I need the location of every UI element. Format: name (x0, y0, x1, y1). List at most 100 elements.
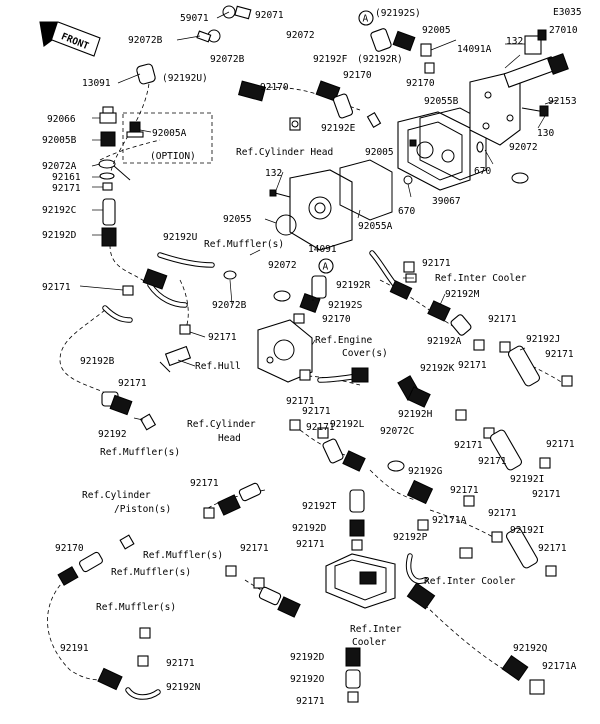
ref-label: Ref.Inter Cooler (424, 576, 516, 587)
part-label: 92192U (163, 232, 198, 243)
hose-92192m (389, 280, 451, 322)
o-ring-92055-ring (275, 214, 297, 236)
hose-92192o-lower (406, 582, 545, 695)
part-label: 92171 (286, 396, 315, 407)
clamp-92171-left-a (102, 182, 113, 191)
part-label: 92192D (292, 523, 327, 534)
hull-fitting (159, 345, 192, 373)
housing-14091a (469, 53, 569, 146)
hose-black-stub (142, 268, 168, 290)
part-label: 92171 (478, 456, 507, 467)
part-label: 92055B (424, 96, 459, 107)
o-ring-670-a (476, 141, 484, 153)
ref-label: Ref.Cylinder (187, 419, 256, 430)
clamp-92072c (387, 460, 405, 472)
washer-92161 (99, 172, 115, 180)
part-label: 92171A (542, 661, 577, 672)
ref-label: Head (218, 433, 241, 444)
hose-92192i-b (505, 527, 539, 569)
hose-92192c (102, 198, 116, 226)
ref-label: Cooler (352, 637, 387, 648)
part-label: 92005A (152, 128, 187, 139)
part-label: 92192E (321, 123, 356, 134)
part-label: 92170 (55, 543, 84, 554)
part-label: 92192N (166, 682, 201, 693)
option-box: (OPTION) (122, 112, 213, 164)
fitting-92171-ref-inter-cooler (403, 261, 417, 283)
part-label: 92171 (302, 406, 331, 417)
part-label: 92170 (406, 78, 435, 89)
part-label: 92171 (450, 485, 479, 496)
part-label: 92171 (458, 360, 487, 371)
part-label: 92072B (212, 300, 247, 311)
hose-92192b (101, 391, 133, 416)
part-label: 14091 (308, 244, 337, 255)
hose-lower-black-a (217, 482, 262, 516)
part-label: 670 (398, 206, 415, 217)
part-label: 92072C (380, 426, 414, 437)
part-label: 92192H (398, 409, 433, 420)
fitting-92171-center-a (299, 369, 311, 381)
hose-92192r-top (392, 30, 416, 52)
fitting-92171-lower-a (203, 507, 215, 519)
part-label: 92192C (42, 205, 76, 216)
part-label: 92192P (393, 532, 428, 543)
svg-text:A: A (363, 14, 369, 25)
part-label: 14091A (457, 44, 492, 55)
clamp-92072-mid (273, 290, 291, 302)
hose-92192d-left (101, 227, 117, 247)
part-label: (92192R) (357, 54, 403, 65)
fitting-92171-center-b (351, 539, 363, 551)
hose-92192s-mid (299, 293, 321, 313)
hose-92192d-lower (345, 647, 361, 703)
part-label: 92072 (268, 260, 297, 271)
fitting-92170-a (289, 117, 301, 131)
part-label: 92171 (240, 543, 269, 554)
hose-92192d-center (349, 519, 365, 537)
cap-92066 (99, 106, 117, 124)
ref-label: /Piston(s) (114, 504, 171, 515)
bolt-130 (521, 105, 549, 117)
part-label: 92192J (526, 334, 560, 345)
part-label: 92072A (42, 161, 77, 172)
fitting-92170-lower (119, 534, 135, 550)
part-label: 92192I (510, 474, 544, 485)
hose-lower-mid (258, 586, 301, 618)
svg-text:A: A (323, 262, 329, 273)
part-label: 92192T (302, 501, 337, 512)
fitting-92170-mid (293, 313, 305, 324)
fitting-92171a-inter-cooler (459, 547, 473, 559)
ref-label: Ref.Hull (195, 361, 241, 372)
part-label: 92192S (328, 300, 363, 311)
part-label: 92171 (166, 658, 195, 669)
fitting-muffler-d (137, 627, 151, 667)
part-label: 92161 (52, 172, 81, 183)
gasket-39067 (419, 107, 487, 181)
fitting-92171-right-b (561, 375, 573, 387)
part-label: 92192F (313, 54, 348, 65)
part-labels: 59071 92071 92072B 92072B (92192U) 13091… (42, 8, 578, 707)
ref-label: Cover(s) (342, 348, 388, 359)
hose-92191-92192n (97, 667, 161, 700)
part-label: 130 (537, 128, 554, 139)
diagram-id: E3035 (553, 7, 582, 18)
part-label: 92171 (296, 696, 325, 707)
part-label: 92171 (208, 332, 237, 343)
hose-92192j (507, 345, 541, 387)
reference-labels: Ref.Cylinder Head Ref.Muffler(s) Ref.Int… (82, 147, 527, 648)
part-label: 59071 (180, 13, 209, 24)
part-label: 39067 (432, 196, 461, 207)
part-label: 92192G (408, 466, 443, 477)
part-label: 92170 (343, 70, 372, 81)
part-label: 92192 (98, 429, 127, 440)
hose-92192h (407, 386, 431, 408)
ref-label: Ref.Muffler(s) (111, 567, 191, 578)
part-label: 92072B (128, 35, 163, 46)
fitting-92171-right-d (539, 457, 551, 469)
ref-label: Ref.Muffler(s) (96, 602, 176, 613)
part-label: 92170 (260, 82, 289, 93)
hose-fitting-92071 (222, 5, 252, 20)
ref-label: Ref.Engine (315, 335, 372, 346)
inter-cooler-block (325, 553, 396, 609)
part-label: 92171 (488, 314, 517, 325)
